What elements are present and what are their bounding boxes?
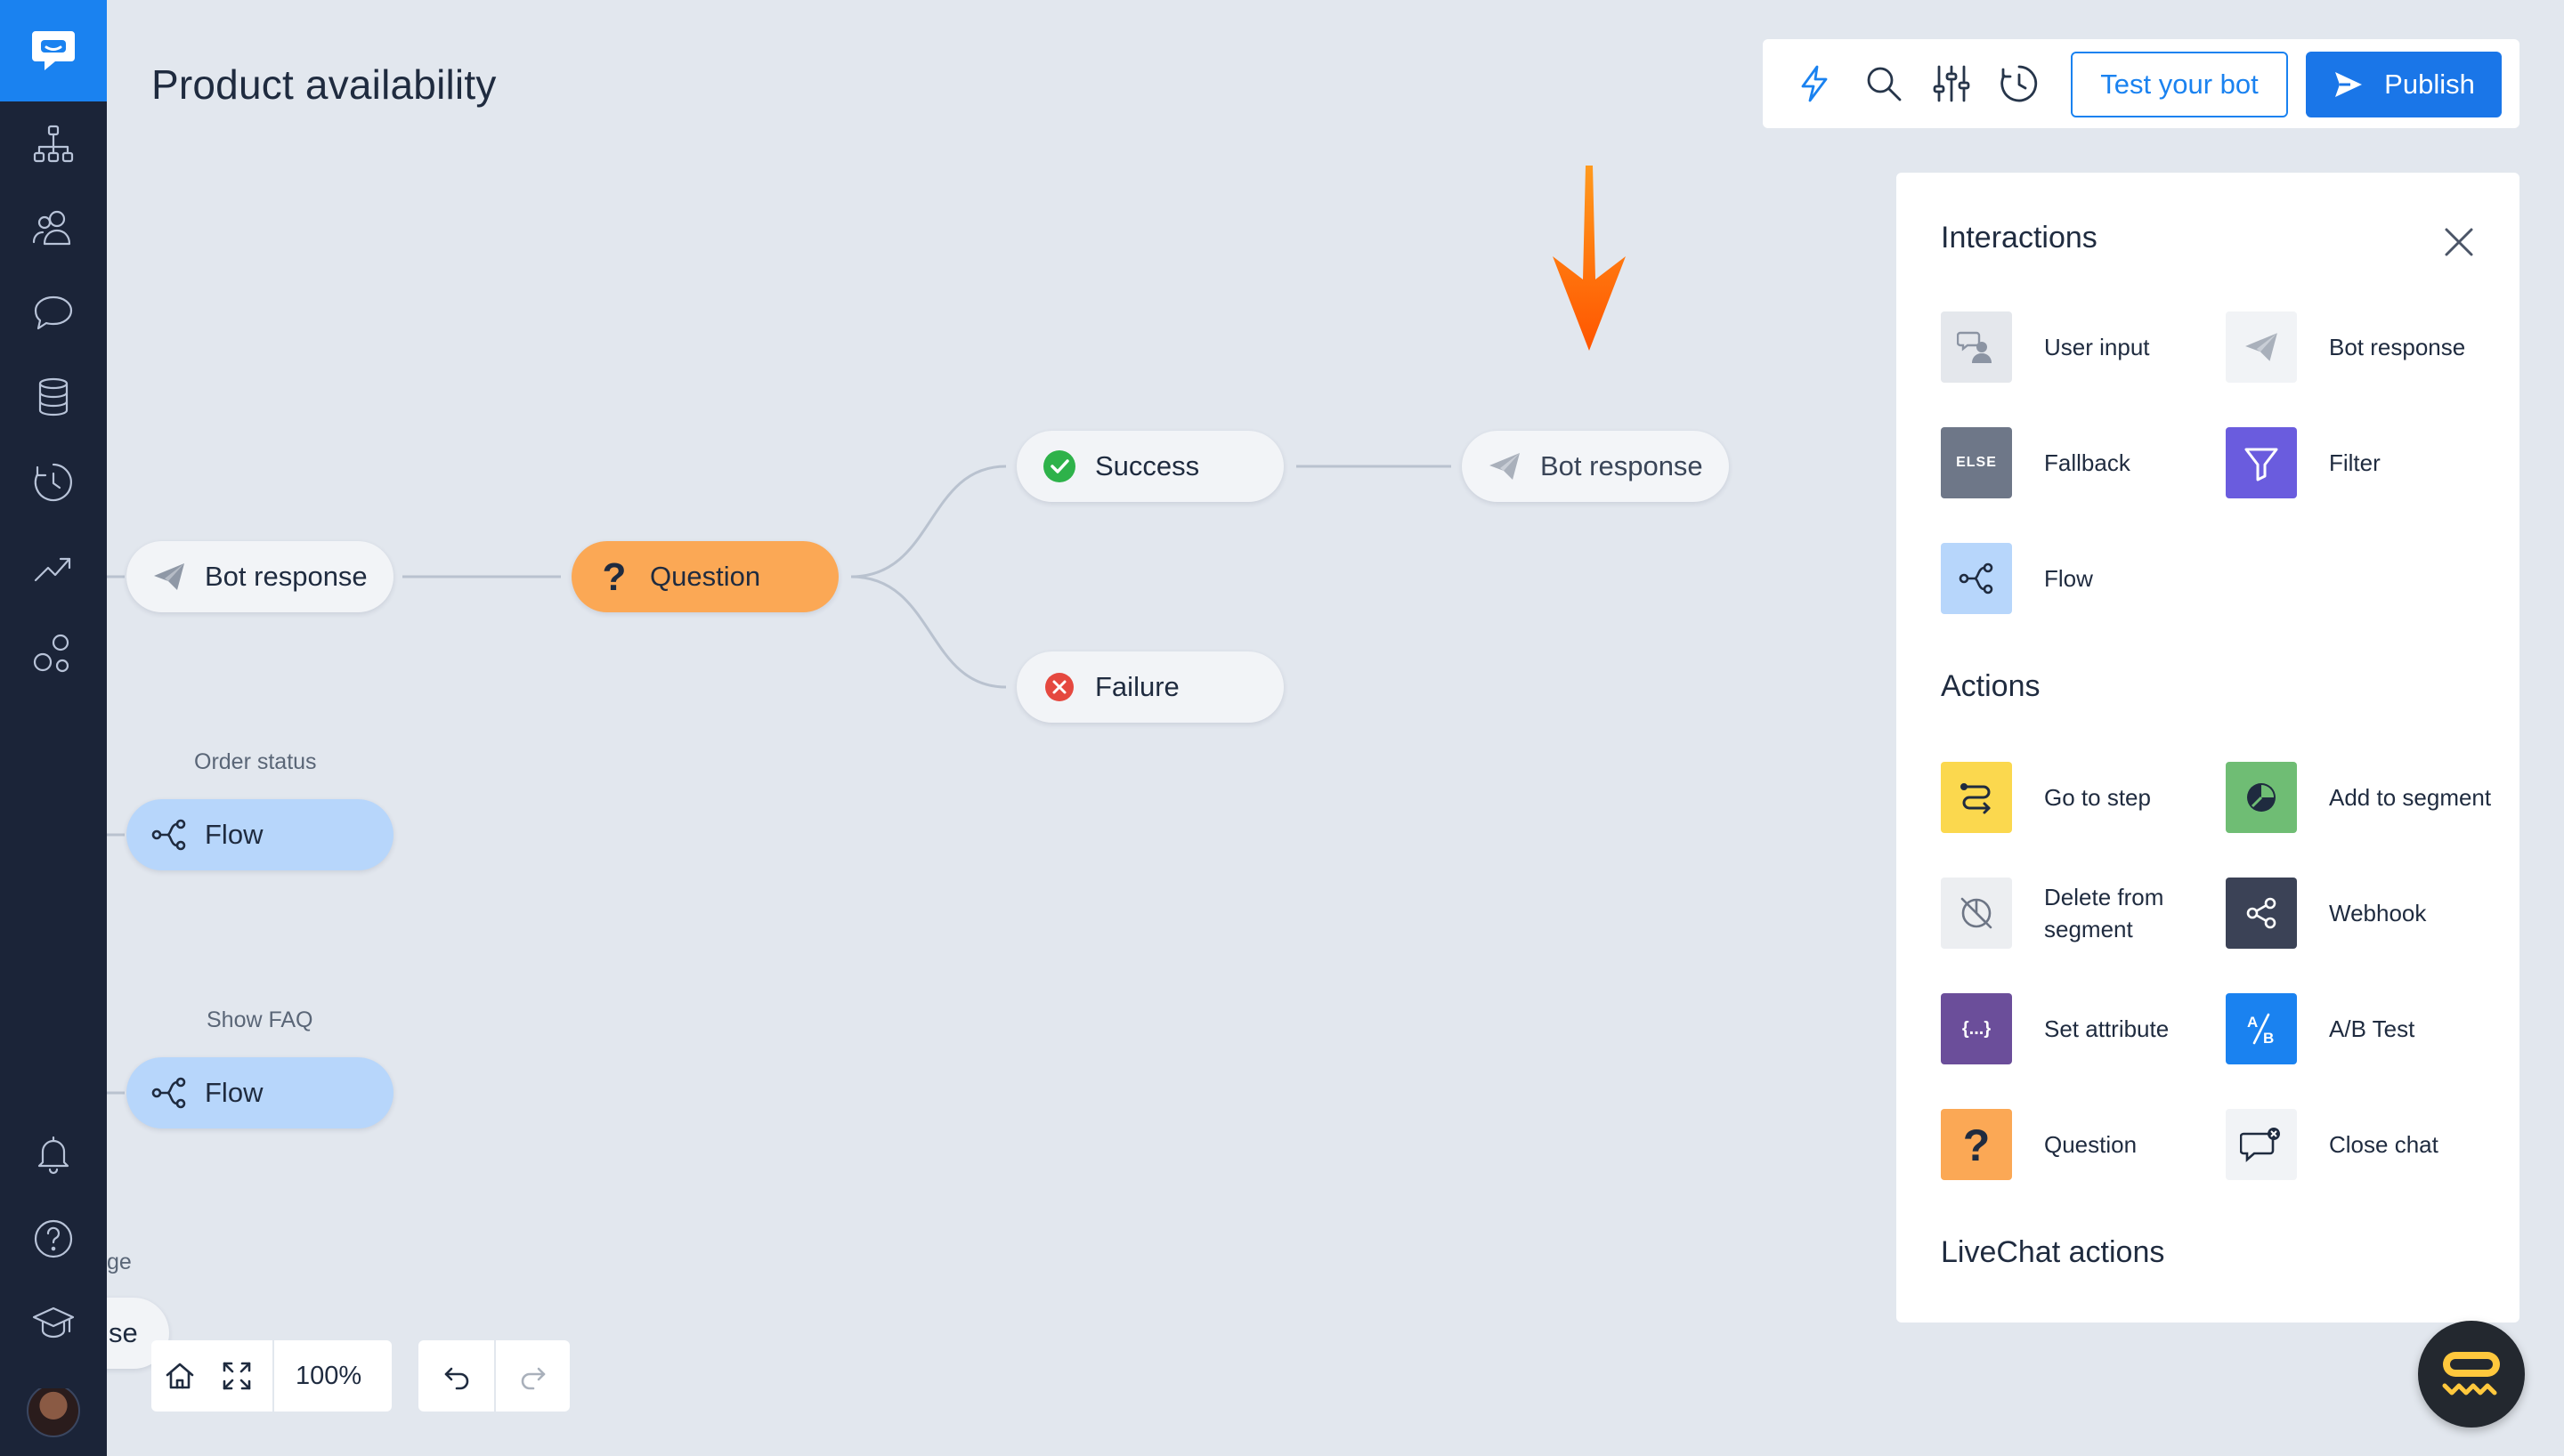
item-delete-from-segment[interactable]: Delete from segment [1941,878,2217,949]
node-label: Question [650,561,761,592]
item-fallback[interactable]: ELSE Fallback [1941,427,2217,498]
bell-icon[interactable] [27,1127,80,1180]
avatar[interactable] [27,1384,80,1437]
go-to-step-icon [1941,762,2012,833]
item-go-to-step[interactable]: Go to step [1941,762,2217,833]
actions-heading: Actions [1941,669,2041,703]
svg-text:A: A [2247,1014,2258,1031]
bot-response-node-new[interactable]: Bot response [1462,431,1729,502]
delete-segment-icon [1941,878,2012,949]
audience-icon[interactable] [27,201,80,255]
zoom-level[interactable]: 100% [272,1340,361,1412]
item-bot-response[interactable]: Bot response [2226,311,2502,383]
fit-screen-icon[interactable] [208,1340,265,1412]
undo-icon[interactable] [418,1340,494,1412]
close-icon[interactable] [2439,222,2479,262]
item-question[interactable]: ? Question [1941,1109,2217,1180]
paper-plane-icon [151,559,187,595]
home-icon[interactable] [151,1340,208,1412]
node-label: se [109,1317,138,1348]
flow-icon [1941,543,2012,614]
node-label: Flow [205,1077,264,1108]
lightning-icon[interactable] [1793,62,1836,105]
node-label: Flow [205,819,264,850]
sliders-icon[interactable] [1930,62,1973,105]
svg-text:?: ? [603,558,627,595]
svg-text:B: B [2263,1030,2274,1047]
publish-button[interactable]: Publish [2306,52,2502,117]
history-icon[interactable] [27,456,80,509]
question-icon: ? [596,558,632,595]
node-label: Bot response [1540,450,1703,481]
sidebar-edge [0,1282,107,1388]
livechat-actions-heading: LiveChat actions [1941,1235,2165,1269]
send-icon [2335,72,2363,97]
else-icon: ELSE [1941,427,2012,498]
svg-text:?: ? [1963,1123,1991,1166]
node-label: Failure [1095,671,1180,702]
database-icon[interactable] [27,370,80,424]
pointer-arrow-icon [1553,166,1626,351]
history-icon[interactable] [1998,62,2041,105]
integrations-icon[interactable] [27,627,80,680]
x-circle-icon [1042,669,1077,705]
publish-label: Publish [2384,69,2475,100]
chat-bubble-icon[interactable] [27,287,80,340]
item-filter[interactable]: Filter [2226,427,2502,498]
flow-icon [151,1075,187,1111]
item-flow[interactable]: Flow [1941,543,2217,614]
item-user-input[interactable]: User input [1941,311,2217,383]
flow-node-order-status[interactable]: Flow [126,799,394,870]
flow-caption-show-faq: Show FAQ [207,1007,313,1032]
stories-tree-icon[interactable] [27,117,80,171]
flow-icon [151,817,187,853]
check-circle-icon [1042,449,1077,484]
node-label: Bot response [205,561,368,592]
paper-plane-icon [2226,311,2297,383]
question-node[interactable]: ? Question [572,541,839,612]
help-icon[interactable] [27,1212,80,1266]
webhook-icon [2226,878,2297,949]
node-label: Success [1095,450,1200,481]
item-set-attribute[interactable]: {...} Set attribute [1941,993,2217,1064]
sidebar [0,0,107,1456]
chat-widget-button[interactable] [2418,1321,2525,1428]
search-icon[interactable] [1862,62,1905,105]
question-icon: ? [1941,1109,2012,1180]
chatbot-logo-icon[interactable] [0,0,107,101]
paper-plane-icon [1487,449,1522,484]
history-controls [418,1340,570,1412]
set-attribute-icon: {...} [1941,993,2012,1064]
test-your-bot-button[interactable]: Test your bot [2071,52,2288,117]
flow-caption-order-status: Order status [194,749,317,774]
item-add-to-segment[interactable]: Add to segment [2226,762,2502,833]
user-input-icon [1941,311,2012,383]
item-webhook[interactable]: Webhook [2226,878,2502,949]
filter-icon [2226,427,2297,498]
chat-widget-icon [2442,1352,2500,1395]
interactions-heading: Interactions [1941,221,2097,255]
reports-chart-icon[interactable] [27,541,80,595]
failure-node[interactable]: Failure [1017,651,1284,723]
flow-node-show-faq[interactable]: Flow [126,1057,394,1128]
close-chat-icon [2226,1109,2297,1180]
page-title: Product availability [151,61,497,108]
item-close-chat[interactable]: Close chat [2226,1109,2502,1180]
add-segment-icon [2226,762,2297,833]
bot-response-node[interactable]: Bot response [126,541,394,612]
academy-cap-icon[interactable] [27,1296,80,1349]
zoom-controls: 100% [151,1340,392,1412]
success-node[interactable]: Success [1017,431,1284,502]
partial-caption: ge [107,1250,132,1274]
redo-icon[interactable] [494,1340,570,1412]
